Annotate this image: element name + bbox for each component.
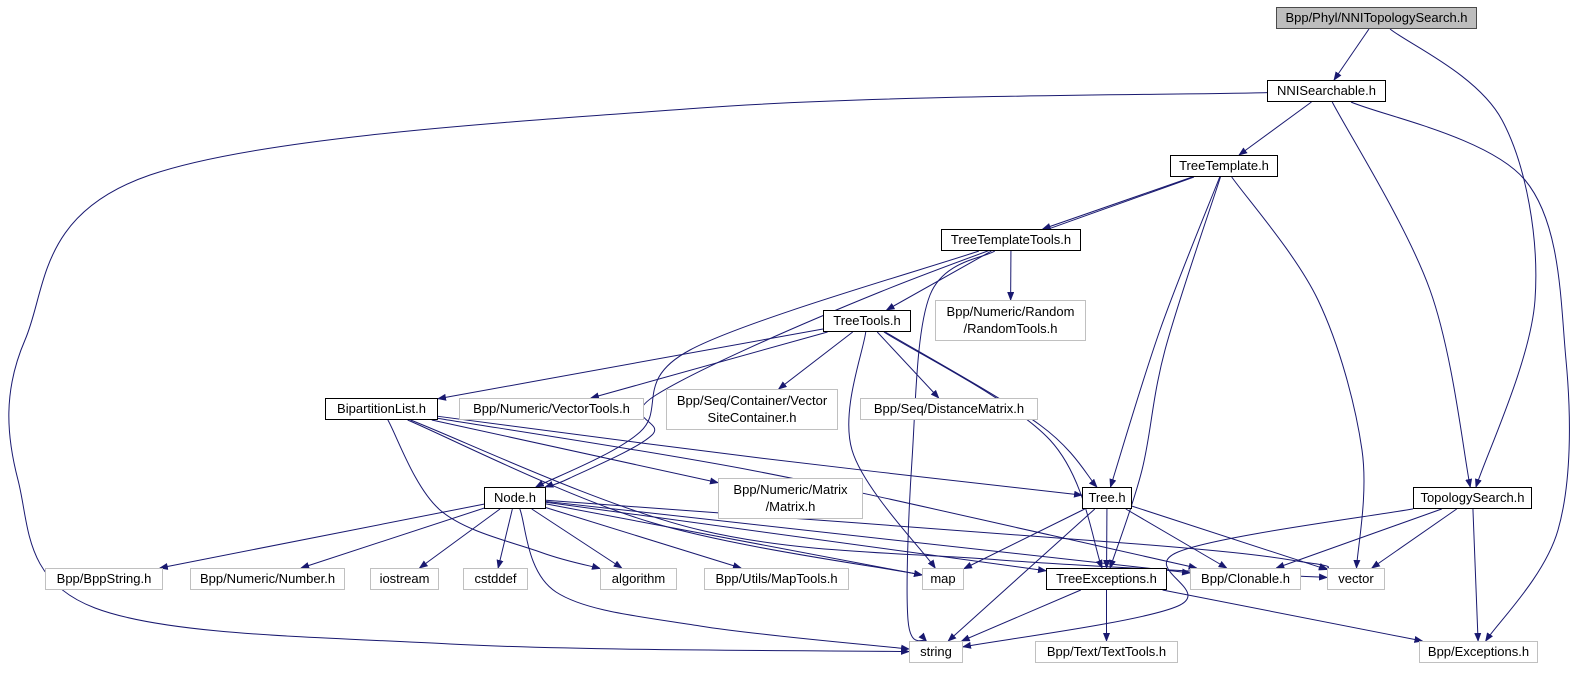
graph-node-vectorsitecontainer: Bpp/Seq/Container/Vector SiteContainer.h [666, 389, 838, 430]
include-edge-nnisearchable-exceptions [1350, 101, 1570, 642]
include-edge-tree_h-clonable [1125, 508, 1228, 569]
include-edge-node_h-vector [545, 499, 1330, 570]
include-edge-nni_topology-nnisearchable [1333, 28, 1370, 81]
include-edge-bipartitionlist-vector [410, 419, 1328, 581]
include-edge-treetools-distancematrix [876, 331, 940, 399]
graph-node-tree_h[interactable]: Tree.h [1082, 487, 1132, 509]
include-edge-nnisearchable-treetemplate [1238, 101, 1312, 156]
include-edge-topologysearch-clonable [1275, 508, 1442, 569]
include-edge-node_h-bppstring [158, 503, 485, 570]
include-edge-nni_topology-topologysearch [1389, 28, 1537, 488]
graph-node-map: map [922, 568, 964, 590]
include-edge-node_h-treeexceptions [545, 501, 1047, 574]
include-edge-node_h-clonable [545, 500, 1191, 576]
graph-node-string: string [909, 641, 963, 663]
include-edge-tree_h-string [947, 508, 1096, 642]
include-edge-treetemplate-tree_h [1109, 176, 1221, 488]
include-edge-treetools-vectorsitecontainer [777, 331, 854, 390]
include-edge-topologysearch-string [962, 508, 1414, 649]
include-edge-node_h-map [545, 503, 923, 577]
include-edge-nnisearchable-topologysearch [1331, 101, 1473, 488]
include-edge-node_h-cstddef [496, 508, 513, 569]
graph-node-maptools: Bpp/Utils/MapTools.h [704, 568, 849, 590]
include-edge-treetools-bipartitionlist [437, 328, 824, 401]
graph-node-vector: vector [1327, 568, 1385, 590]
include-edge-topologysearch-vector [1370, 508, 1457, 569]
graph-node-treetemplate[interactable]: TreeTemplate.h [1170, 155, 1278, 177]
graph-node-randomtools: Bpp/Numeric/Random /RandomTools.h [935, 300, 1086, 341]
include-edge-node_h-maptools [545, 507, 742, 569]
graph-node-topologysearch[interactable]: TopologySearch.h [1413, 487, 1532, 509]
include-edge-treeexceptions-exceptions [1162, 589, 1424, 643]
include-edge-nnisearchable-string [8, 92, 1268, 655]
include-edge-node_h-algorithm [531, 508, 623, 569]
graph-node-cstddef: cstddef [463, 568, 528, 590]
include-edge-treetemplate-node_h [544, 176, 1195, 488]
graph-node-distancematrix: Bpp/Seq/DistanceMatrix.h [860, 398, 1038, 420]
include-edge-bipartitionlist-algorithm [387, 419, 601, 570]
graph-node-treeexceptions[interactable]: TreeExceptions.h [1046, 568, 1167, 590]
include-edge-node_h-string [519, 508, 910, 652]
graph-node-matrix: Bpp/Numeric/Matrix /Matrix.h [718, 478, 863, 519]
include-edge-tree_h-vector [1131, 505, 1328, 571]
graph-node-number: Bpp/Numeric/Number.h [190, 568, 345, 590]
include-edge-bipartitionlist-map [407, 419, 923, 577]
graph-node-node_h[interactable]: Node.h [484, 487, 546, 509]
include-edge-topologysearch-exceptions [1472, 508, 1482, 642]
include-edge-node_h-iostream [418, 508, 501, 569]
graph-node-treetemplatetools[interactable]: TreeTemplateTools.h [941, 229, 1081, 251]
graph-node-exceptions: Bpp/Exceptions.h [1419, 641, 1538, 663]
graph-node-iostream: iostream [370, 568, 439, 590]
graph-node-nnisearchable[interactable]: NNISearchable.h [1267, 80, 1386, 102]
graph-node-texttools: Bpp/Text/TextTools.h [1035, 641, 1178, 663]
include-edge-bipartitionlist-tree_h [437, 415, 1083, 498]
include-edge-treetemplate-vector [1231, 176, 1365, 569]
graph-node-vectortools: Bpp/Numeric/VectorTools.h [459, 398, 644, 420]
include-edge-treeexceptions-string [960, 589, 1082, 642]
graph-node-bipartitionlist[interactable]: BipartitionList.h [325, 398, 438, 420]
include-edge-treetools-map [848, 331, 936, 569]
graph-node-bppstring: Bpp/BppString.h [45, 568, 163, 590]
include-edge-treetemplate-treetemplatetools [1041, 176, 1193, 230]
graph-node-treetools[interactable]: TreeTools.h [823, 310, 911, 332]
include-edge-bipartitionlist-matrix [431, 419, 719, 485]
include-edge-treetemplatetools-string [906, 250, 996, 642]
graph-node-clonable: Bpp/Clonable.h [1190, 568, 1301, 590]
graph-node-algorithm: algorithm [600, 568, 677, 590]
graph-node-nni_topology[interactable]: Bpp/Phyl/NNITopologySearch.h [1276, 7, 1477, 29]
include-edge-tree_h-map [963, 508, 1085, 570]
include-edge-treetools-treeexceptions [883, 331, 1103, 569]
include-edge-node_h-number [300, 507, 485, 569]
include-edge-treetools-vectortools [589, 331, 828, 400]
include-edge-bipartitionlist-clonable [437, 417, 1198, 570]
include-edge-treetemplate-treeexceptions [1109, 176, 1221, 569]
